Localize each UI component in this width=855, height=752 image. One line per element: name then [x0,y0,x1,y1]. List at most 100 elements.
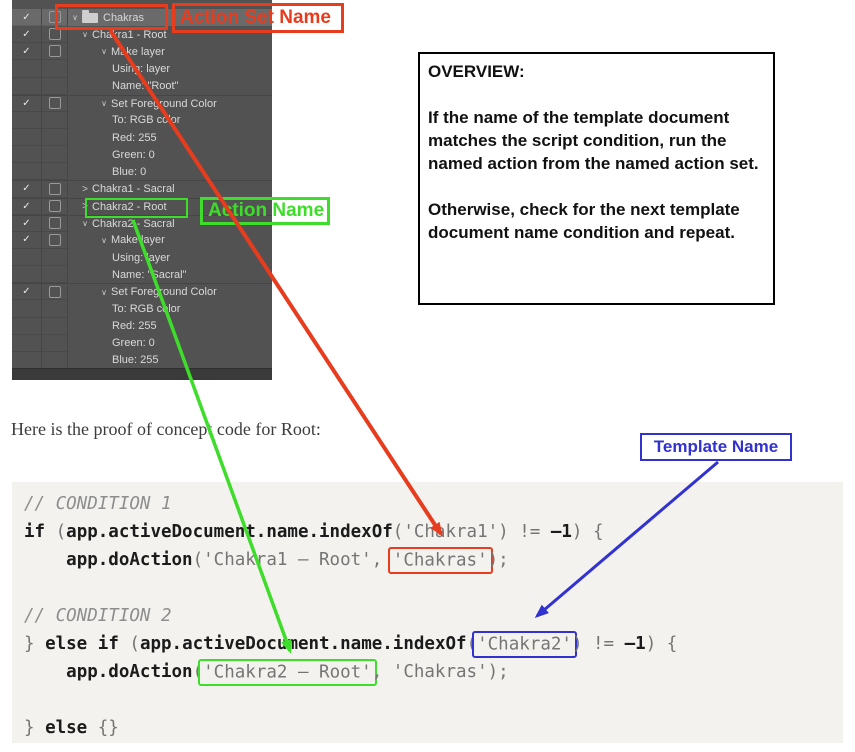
chevron-down-icon[interactable]: ∨ [101,99,107,109]
action-row-content[interactable]: Blue: 255 [68,354,272,366]
action-row[interactable]: ✓ ∨Chakras [12,9,272,27]
action-row-content[interactable]: Green: 0 [68,149,272,161]
item-enabled-cell[interactable] [12,351,42,369]
chevron-down-icon[interactable]: ∨ [101,287,107,297]
dialog-toggle-checkbox[interactable] [48,97,61,110]
item-enabled-cell[interactable] [12,163,42,181]
chevron-down-icon[interactable]: ∨ [72,13,78,23]
action-row-content[interactable]: ∨Chakras [68,9,272,24]
action-row-content[interactable]: >Chakra1 - Sacral [68,183,272,195]
dialog-toggle-cell[interactable] [42,111,68,129]
action-row-content[interactable]: Green: 0 [68,337,272,349]
dialog-toggle-checkbox[interactable] [48,285,61,298]
action-row-content[interactable]: Name: "Sacral" [68,269,272,281]
dialog-toggle-checkbox[interactable] [48,233,61,246]
action-row[interactable]: Blue: 0 [12,163,272,181]
box-red-code-highlight-box: 'Chakras' [387,546,493,574]
action-row[interactable]: Using: layer [12,248,272,267]
dialog-toggle-checkbox[interactable] [48,28,61,41]
dialog-toggle-cell[interactable] [42,351,68,369]
chevron-down-icon[interactable]: ∨ [82,30,88,40]
chevron-down-icon[interactable]: ∨ [101,235,107,245]
code-punctuation: ); [487,550,509,570]
action-row-content[interactable]: Using: layer [68,252,272,264]
action-row[interactable]: ✓ ∨Make layer [12,231,272,249]
item-enabled-cell[interactable] [12,60,42,78]
action-row[interactable]: Red: 255 [12,317,272,335]
action-row-content[interactable]: To: RGB color [68,303,272,315]
action-row-content[interactable]: ∨Make layer [68,234,272,246]
dialog-toggle-checkbox[interactable] [48,217,61,230]
action-row-content[interactable]: ∨Set Foreground Color [68,286,272,298]
dialog-toggle-cell[interactable] [42,284,68,301]
action-row[interactable]: Green: 0 [12,334,272,352]
dialog-toggle-cell[interactable] [42,128,68,147]
item-enabled-cell[interactable] [12,334,42,352]
dialog-toggle-cell[interactable] [42,181,68,198]
action-name-highlight-box [85,198,188,218]
item-enabled-cell[interactable] [12,111,42,129]
dialog-toggle-checkbox[interactable] [48,11,61,24]
item-enabled-checkmark-icon[interactable]: ✓ [12,181,42,198]
action-row-content[interactable]: ∨Make layer [68,46,272,58]
code-keyword: app.activeDocument.name.indexOf [66,522,393,542]
item-enabled-checkmark-icon[interactable]: ✓ [12,9,42,27]
item-enabled-cell[interactable] [12,146,42,164]
item-enabled-checkmark-icon[interactable]: ✓ [12,95,42,112]
dialog-toggle-cell[interactable] [42,146,68,164]
action-row[interactable]: ✓ ∨Set Foreground Color [12,94,272,112]
action-row[interactable]: To: RGB color [12,111,272,129]
item-enabled-cell[interactable] [12,317,42,335]
dialog-toggle-cell[interactable] [42,334,68,352]
dialog-toggle-cell[interactable] [42,248,68,267]
action-row-content[interactable]: Blue: 0 [68,166,272,178]
action-row[interactable]: Blue: 255 [12,351,272,369]
item-enabled-cell[interactable] [12,248,42,267]
action-row[interactable]: ✓ ∨Set Foreground Color [12,283,272,301]
item-enabled-cell[interactable] [12,128,42,147]
code-keyword: else [45,634,88,654]
dialog-toggle-cell[interactable] [42,300,68,318]
dialog-toggle-cell[interactable] [42,43,68,61]
dialog-toggle-cell[interactable] [42,26,68,44]
chevron-right-icon[interactable]: > [82,183,88,195]
dialog-toggle-cell[interactable] [42,60,68,78]
action-row[interactable]: Red: 255 [12,128,272,147]
dialog-toggle-cell[interactable] [42,266,68,284]
action-row-content[interactable]: ∨Set Foreground Color [68,98,272,110]
chevron-down-icon[interactable]: ∨ [82,219,88,229]
item-enabled-checkmark-icon[interactable]: ✓ [12,215,42,232]
item-enabled-checkmark-icon[interactable]: ✓ [12,26,42,44]
action-row-content[interactable]: Red: 255 [68,320,272,332]
dialog-toggle-cell[interactable] [42,95,68,112]
action-row-content[interactable]: Using: layer [68,63,272,75]
action-row-content[interactable]: Red: 255 [68,132,272,144]
chevron-down-icon[interactable]: ∨ [101,47,107,57]
item-enabled-cell[interactable] [12,77,42,95]
action-row-content[interactable]: Name: "Root" [68,80,272,92]
dialog-toggle-cell[interactable] [42,231,68,249]
action-row[interactable]: Green: 0 [12,146,272,164]
action-row[interactable]: Name: "Sacral" [12,266,272,284]
dialog-toggle-checkbox[interactable] [48,200,61,213]
dialog-toggle-checkbox[interactable] [48,45,61,58]
item-enabled-cell[interactable] [12,300,42,318]
action-row[interactable]: ✓ ∨Make layer [12,43,272,61]
item-enabled-checkmark-icon[interactable]: ✓ [12,284,42,301]
dialog-toggle-cell[interactable] [42,163,68,181]
action-row[interactable]: Name: "Root" [12,77,272,95]
dialog-toggle-cell[interactable] [42,77,68,95]
dialog-toggle-cell[interactable] [42,215,68,232]
action-row[interactable]: Using: layer [12,60,272,78]
dialog-toggle-cell[interactable] [42,198,68,215]
action-row[interactable]: ✓ >Chakra1 - Sacral [12,180,272,198]
action-row[interactable]: To: RGB color [12,300,272,318]
item-enabled-checkmark-icon[interactable]: ✓ [12,231,42,249]
item-enabled-checkmark-icon[interactable]: ✓ [12,198,42,215]
action-row-content[interactable]: To: RGB color [68,114,272,126]
item-enabled-checkmark-icon[interactable]: ✓ [12,43,42,61]
dialog-toggle-checkbox[interactable] [48,182,61,195]
item-enabled-cell[interactable] [12,266,42,284]
dialog-toggle-cell[interactable] [42,317,68,335]
